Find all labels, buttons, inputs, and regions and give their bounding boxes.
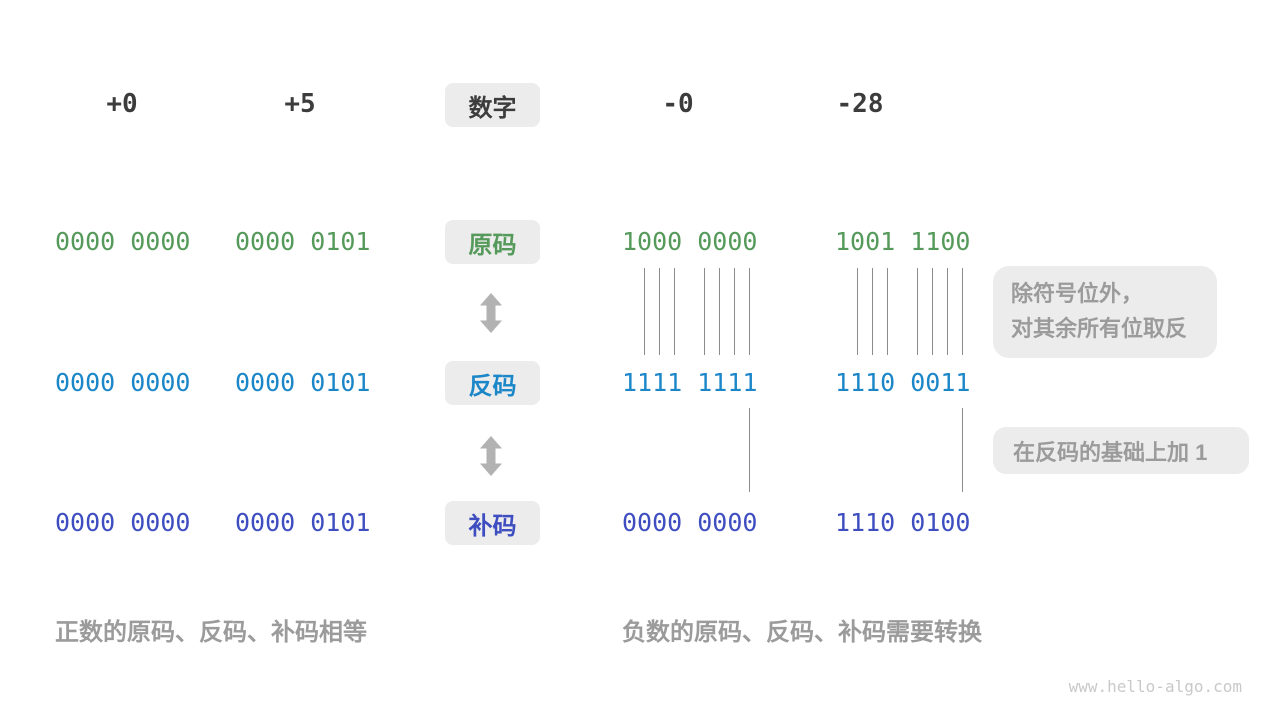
caption-negative-numbers: 负数的原码、反码、补码需要转换 <box>622 619 982 646</box>
binary-value: 0000 0000 <box>55 227 191 256</box>
label-box-number: 数字 <box>445 83 540 127</box>
watermark: www.hello-algo.com <box>1068 677 1242 696</box>
annotation-invert-bits-line2: 对其余所有位取反 <box>1011 316 1188 341</box>
label-box-twos-complement: 补码 <box>445 501 540 545</box>
binary-value: 1001 1100 <box>835 227 971 256</box>
label-box-sign-magnitude: 原码 <box>445 220 540 264</box>
annotation-invert-bits-line1: 除符号位外， <box>1011 281 1144 306</box>
binary-value: 0000 0000 <box>55 508 191 537</box>
annotation-invert-bits: 除符号位外， 对其余所有位取反 <box>993 266 1217 358</box>
header-number-plus5: +5 <box>284 89 316 119</box>
caption-positive-numbers: 正数的原码、反码、补码相等 <box>55 619 367 646</box>
binary-value: 0000 0000 <box>55 368 191 397</box>
label-box-ones-complement: 反码 <box>445 361 540 405</box>
label-box-sign-magnitude-text: 原码 <box>468 231 517 259</box>
binary-value: 0000 0101 <box>235 227 371 256</box>
binary-value: 1110 0011 <box>835 368 971 397</box>
label-box-ones-complement-text: 反码 <box>468 372 517 400</box>
binary-value: 1000 0000 <box>622 227 758 256</box>
binary-value: 1110 0100 <box>835 508 971 537</box>
binary-value: 0000 0101 <box>235 368 371 397</box>
header-number-plus0: +0 <box>106 89 138 119</box>
binary-value: 0000 0101 <box>235 508 371 537</box>
binary-value: 0000 0000 <box>622 508 758 537</box>
header-number-minus0: -0 <box>662 89 694 119</box>
label-box-number-text: 数字 <box>468 94 517 122</box>
header-number-minus28: -28 <box>836 89 884 119</box>
label-box-twos-complement-text: 补码 <box>468 512 517 540</box>
annotation-add-one: 在反码的基础上加 1 <box>993 427 1249 474</box>
binary-value: 1111 1111 <box>622 368 758 397</box>
updown-double-arrow-icon <box>480 436 502 476</box>
updown-double-arrow-icon <box>480 293 502 333</box>
